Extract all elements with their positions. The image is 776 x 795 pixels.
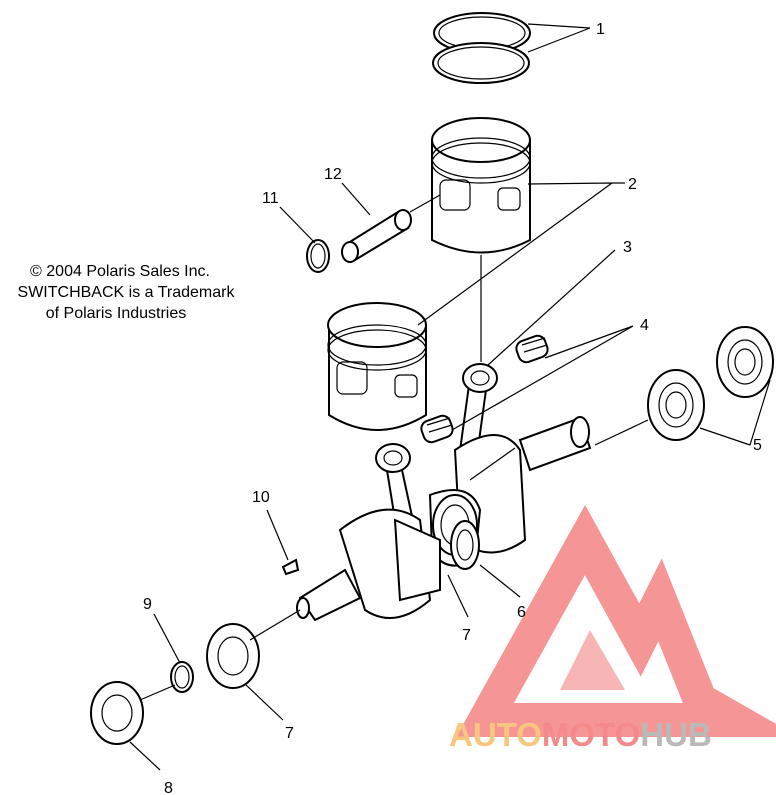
copyright-line: © 2004 Polaris Sales Inc. bbox=[30, 263, 210, 280]
watermark-moto: MOTO bbox=[542, 716, 640, 753]
callout-5: 5 bbox=[753, 437, 762, 454]
callout-7-crank: 7 bbox=[462, 627, 471, 644]
copyright-notice: © 2004 Polaris Sales Inc. SWITCHBACK is … bbox=[0, 262, 252, 324]
trademark-line: SWITCHBACK is a Trademark bbox=[17, 283, 235, 301]
bearing-5-inner bbox=[647, 369, 705, 441]
bearing-7 bbox=[206, 623, 260, 689]
callout-1: 1 bbox=[596, 21, 605, 38]
watermark-hub: HUB bbox=[640, 716, 712, 753]
logo-inner-mark bbox=[560, 630, 625, 690]
callout-11: 11 bbox=[262, 190, 279, 207]
woodruff-key bbox=[281, 558, 300, 576]
watermark-logo bbox=[456, 504, 776, 737]
piston-lower bbox=[327, 302, 427, 431]
crank-seal bbox=[450, 520, 480, 570]
callout-10: 10 bbox=[252, 489, 270, 506]
callout-2: 2 bbox=[628, 176, 637, 193]
logo-triangle-outer bbox=[456, 504, 776, 737]
bearing-8 bbox=[90, 681, 144, 745]
needle-bearing-lower bbox=[420, 414, 454, 444]
bearing-5-outer bbox=[716, 326, 774, 398]
callout-8: 8 bbox=[164, 780, 173, 795]
trademark-owner-line: of Polaris Industries bbox=[45, 304, 187, 322]
needle-bearing-upper bbox=[515, 334, 549, 364]
watermark-text: AUTOMOTOHUB bbox=[449, 716, 712, 753]
callout-6: 6 bbox=[517, 604, 526, 621]
piston-pin bbox=[341, 209, 412, 263]
callout-4: 4 bbox=[640, 317, 649, 334]
circlip bbox=[306, 239, 330, 273]
callout-7-bearing: 7 bbox=[285, 725, 294, 742]
callout-numbers: 1 2 3 4 5 6 7 7 8 9 10 11 12 bbox=[143, 21, 762, 795]
leader-lines bbox=[129, 23, 771, 771]
callout-9: 9 bbox=[143, 596, 152, 613]
piston-rings bbox=[432, 12, 531, 84]
snap-ring bbox=[170, 661, 194, 693]
callout-3: 3 bbox=[623, 239, 632, 256]
piston-upper bbox=[431, 117, 531, 254]
watermark-auto: AUTO bbox=[449, 716, 542, 753]
crankshaft bbox=[296, 416, 592, 622]
callout-12: 12 bbox=[324, 166, 342, 183]
